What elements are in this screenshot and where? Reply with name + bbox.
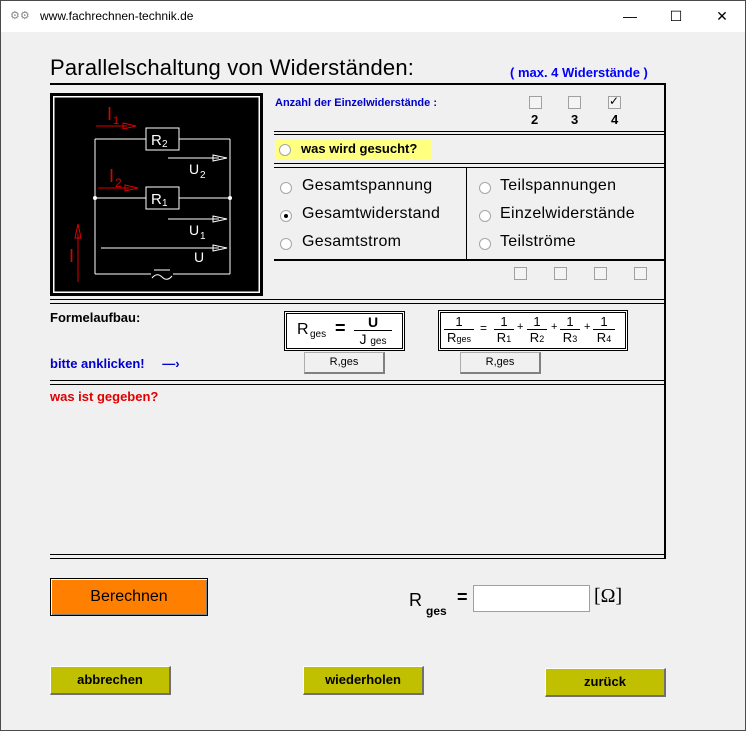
svg-text:I: I	[107, 104, 112, 124]
click-hint: bitte anklicken! —›	[50, 356, 180, 371]
sub-checkbox-4[interactable]	[634, 267, 647, 280]
formula-rges-u-over-i: R ges = U J ges	[286, 313, 403, 349]
svg-text:2: 2	[162, 139, 168, 150]
resistor-count-3-label: 3	[571, 112, 579, 127]
formula2-eq: =	[480, 321, 488, 335]
option-gesamtstrom-label[interactable]: Gesamtstrom	[302, 233, 402, 250]
result-unit: [Ω]	[594, 585, 623, 607]
svg-text:I: I	[69, 246, 74, 266]
svg-text:R: R	[151, 132, 162, 149]
svg-text:R: R	[151, 191, 162, 208]
svg-text:1: 1	[200, 231, 206, 242]
option-teilspannungen-radio[interactable]	[479, 182, 491, 194]
title-bar: ⚙⚙ www.fachrechnen-technik.de — ☐ ✕	[1, 1, 745, 32]
divider	[274, 167, 666, 168]
svg-text:U: U	[189, 222, 199, 238]
resistor-count-label: Anzahl der Einzelwiderstände :	[275, 97, 437, 109]
max-resistors-note: ( max. 4 Widerstände )	[510, 65, 648, 80]
option-gesamtwiderstand-label[interactable]: Gesamtwiderstand	[302, 205, 441, 222]
sub-checkbox-2[interactable]	[554, 267, 567, 280]
svg-text:2: 2	[200, 170, 206, 181]
option-gesamtstrom-radio[interactable]	[280, 238, 292, 250]
divider	[50, 384, 666, 385]
page-title: Parallelschaltung von Widerständen:	[50, 55, 415, 80]
option-gesamtspannung-label[interactable]: Gesamtspannung	[302, 177, 433, 194]
svg-text:2: 2	[115, 176, 122, 190]
result-value-field[interactable]	[473, 585, 590, 612]
plus-sign: +	[584, 321, 591, 333]
sought-prompt-label: was wird gesucht?	[301, 141, 418, 156]
svg-text:1: 1	[162, 198, 168, 209]
option-einzelwiderstaende-radio[interactable]	[479, 210, 491, 222]
result-label-sub: ges	[426, 604, 447, 618]
parallel-circuit-icon: I 1 I 2 I R 2 R 1 U 2 U 1 U	[53, 96, 260, 293]
given-label: was ist gegeben?	[50, 389, 159, 404]
formula1-rges-button[interactable]: R,ges	[304, 352, 385, 374]
formula-heading: Formelaufbau:	[50, 310, 141, 325]
divider	[274, 259, 666, 261]
window-title: www.fachrechnen-technik.de	[40, 9, 194, 23]
svg-text:U: U	[194, 249, 204, 265]
divider	[50, 380, 666, 381]
formula2-lhs-den: Rges	[447, 330, 471, 345]
maximize-button[interactable]: ☐	[669, 8, 683, 24]
divider	[274, 131, 666, 132]
frame-right-line	[664, 83, 666, 559]
divider	[50, 554, 666, 555]
sub-checkbox-1[interactable]	[514, 267, 527, 280]
frame-top-line	[50, 83, 666, 85]
result-label: R	[409, 590, 422, 610]
resistor-count-3-checkbox[interactable]	[568, 96, 581, 109]
cancel-button[interactable]: abbrechen	[50, 666, 171, 695]
formula2-lhs-fraction: 1 Rges	[444, 314, 474, 345]
minimize-button[interactable]: —	[623, 8, 637, 24]
resistor-count-4-checkbox[interactable]	[608, 94, 621, 109]
svg-text:1: 1	[113, 115, 119, 127]
formula2-lhs-num: 1	[444, 314, 474, 330]
close-button[interactable]: ✕	[716, 8, 728, 24]
options-divider	[466, 168, 467, 259]
sought-prompt-radio[interactable]	[279, 144, 291, 156]
resistor-count-2-label: 2	[531, 112, 539, 127]
option-teilstroeme-radio[interactable]	[479, 238, 491, 250]
back-button[interactable]: zurück	[545, 668, 666, 697]
option-teilspannungen-label[interactable]: Teilspannungen	[500, 177, 617, 194]
option-gesamtspannung-radio[interactable]	[280, 182, 292, 194]
repeat-button[interactable]: wiederholen	[303, 666, 424, 695]
formula1-fraction: U J ges	[354, 314, 392, 347]
arrow-right-icon: —›	[162, 356, 180, 371]
divider	[274, 163, 666, 164]
option-teilstroeme-label[interactable]: Teilströme	[500, 233, 576, 250]
svg-text:U: U	[189, 161, 199, 177]
formula1-lhs: R	[297, 321, 309, 338]
plus-sign: +	[517, 321, 524, 333]
svg-text:I: I	[109, 166, 114, 186]
resistor-count-4-label: 4	[611, 112, 619, 127]
formula1-eq: =	[335, 318, 346, 338]
divider	[50, 299, 666, 300]
formula1-numerator: U	[354, 314, 392, 331]
divider	[50, 303, 666, 304]
circuit-diagram: I 1 I 2 I R 2 R 1 U 2 U 1 U	[50, 93, 263, 296]
resistor-count-2-checkbox[interactable]	[529, 96, 542, 109]
click-hint-label: bitte anklicken!	[50, 356, 145, 371]
divider	[274, 134, 666, 135]
formula1-denominator: J ges	[359, 331, 387, 347]
sought-prompt-box[interactable]: was wird gesucht?	[275, 139, 431, 159]
formula1-lhs-sub: ges	[310, 329, 327, 340]
formula2-rges-button[interactable]: R,ges	[460, 352, 541, 374]
sub-checkbox-3[interactable]	[594, 267, 607, 280]
calculate-button[interactable]: Berechnen	[50, 578, 208, 616]
option-einzelwiderstaende-label[interactable]: Einzelwiderstände	[500, 205, 635, 222]
option-gesamtwiderstand-radio[interactable]	[280, 210, 292, 222]
result-eq: =	[457, 587, 468, 607]
divider	[50, 558, 666, 559]
plus-sign: +	[551, 321, 558, 333]
app-gear-icon: ⚙⚙	[10, 10, 30, 22]
